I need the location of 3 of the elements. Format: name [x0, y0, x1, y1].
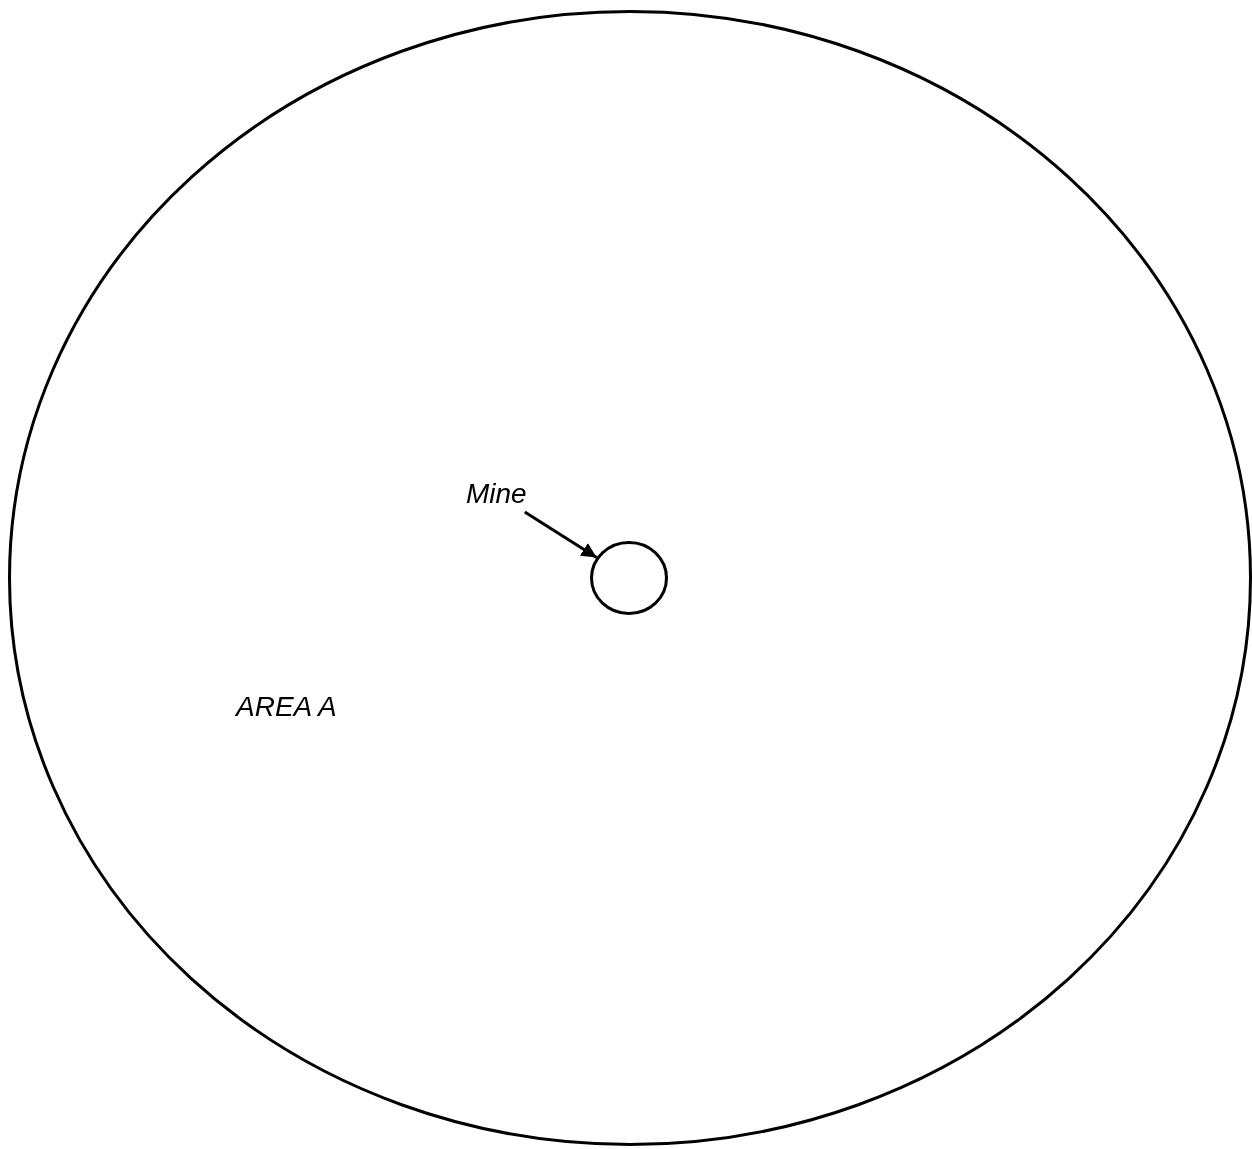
mine-label: Mine [466, 479, 527, 509]
area-label: AREA A [236, 692, 337, 722]
arrow [523, 510, 598, 559]
